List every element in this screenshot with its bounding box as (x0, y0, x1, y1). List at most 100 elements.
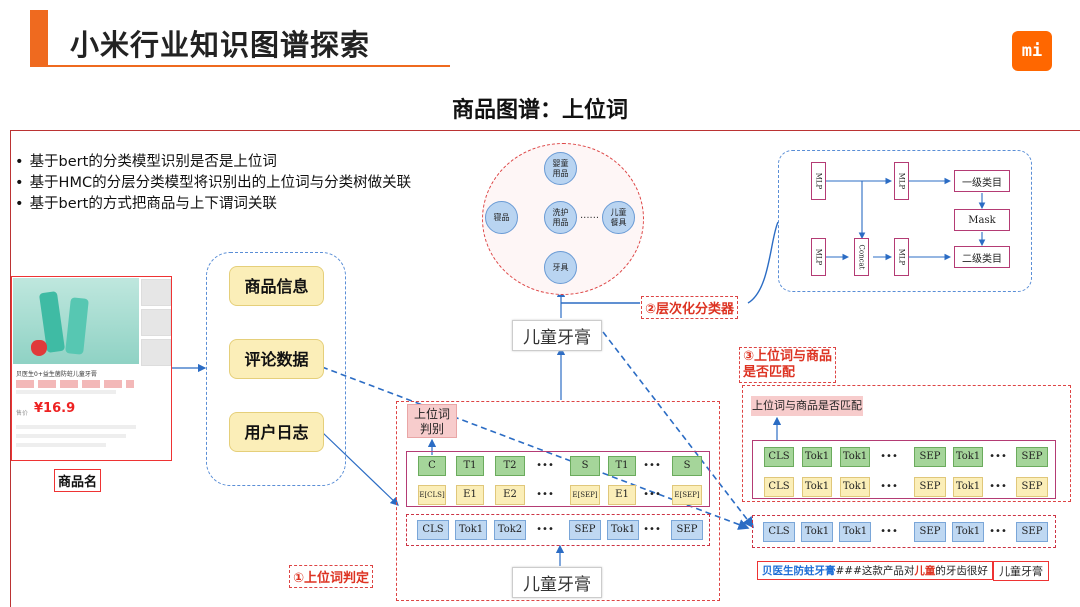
ellipsis: ••• (880, 451, 898, 462)
header-accent-bar (30, 10, 48, 65)
output-token: T1 (456, 456, 484, 476)
ellipsis: ••• (880, 481, 898, 492)
tree-node-leaf: 牙具 (544, 251, 577, 284)
page-title: 小米行业知识图谱探索 (70, 28, 371, 62)
embedding-token: E[SEP] (570, 485, 600, 505)
caption-highlight: 儿童 (914, 565, 936, 577)
mlp-label: MLP (814, 248, 823, 266)
mlp-block: MLP (811, 238, 826, 276)
bert-input-frame (406, 514, 710, 546)
bullet-item: 基于bert的方式把商品与上下谓词关联 (15, 194, 411, 215)
hmc-classifier-box (778, 150, 1032, 292)
data-sources-box (206, 252, 346, 486)
classifier-to-hmc-curve (747, 221, 779, 304)
product-tags (16, 380, 134, 388)
caption-separator: ###这款产品对 (835, 565, 915, 577)
ellipsis: ••• (643, 460, 661, 471)
hierarchical-classifier-label: ②层次化分类器 (641, 296, 739, 319)
review-data-item: 评论数据 (229, 339, 324, 379)
match-embedding-token: Tok1 (802, 477, 832, 497)
product-info-line (16, 434, 126, 438)
embedding-token: E[CLS] (418, 485, 446, 505)
tree-ellipsis: ...... (580, 210, 600, 221)
review-to-match-dashed-arrow (321, 366, 750, 530)
user-log-item: 用户日志 (229, 412, 324, 452)
tree-node-root: 婴童 用品 (544, 152, 577, 185)
output-token: S (570, 456, 600, 476)
mlp-block: MLP (894, 162, 909, 200)
title-underline (30, 65, 450, 67)
ellipsis: ••• (643, 524, 661, 535)
ellipsis: ••• (989, 526, 1007, 537)
level1-category: 一级类目 (954, 170, 1010, 192)
product-meta (16, 390, 116, 394)
input-token: Tok1 (455, 520, 487, 540)
match-input-frame (752, 515, 1056, 548)
match-input-token: Tok1 (839, 522, 871, 542)
ellipsis: ••• (989, 481, 1007, 492)
caption-product: 贝医生防蛀牙膏 (762, 565, 836, 577)
embedding-token: E2 (495, 485, 525, 505)
match-output-token: Tok1 (953, 447, 983, 467)
slide-subtitle: 商品图谱：上位词 (451, 98, 628, 123)
hypernym-judge-label: ①上位词判定 (289, 565, 374, 588)
level2-category: 二级类目 (954, 246, 1010, 268)
content-frame (10, 130, 1080, 607)
bert-output-frame (406, 451, 710, 507)
product-info-line (16, 443, 106, 447)
mlp-label: MLP (814, 172, 823, 190)
product-thumbnail (141, 309, 171, 336)
product-thumbnail (141, 339, 171, 366)
match-output-token: SEP (914, 447, 946, 467)
judge-query-input: 儿童牙膏 (512, 567, 602, 598)
embedding-token: E1 (608, 485, 636, 505)
input-token: SEP (569, 520, 601, 540)
output-token: S (672, 456, 702, 476)
input-token: Tok2 (494, 520, 526, 540)
match-output-token: CLS (764, 447, 794, 467)
output-token: C (418, 456, 446, 476)
mlp-label: MLP (897, 248, 906, 266)
match-frame (742, 385, 1071, 502)
input-token: Tok1 (607, 520, 639, 540)
strawberry-icon (31, 340, 47, 356)
match-input-token: SEP (914, 522, 946, 542)
output-token: T2 (495, 456, 525, 476)
caption-tail: 的牙齿很好 (935, 565, 988, 577)
ellipsis: ••• (536, 524, 554, 535)
product-info-item: 商品信息 (229, 266, 324, 306)
ellipsis: ••• (989, 451, 1007, 462)
concat-block: Concat (854, 238, 869, 276)
match-embedding-token: Tok1 (953, 477, 983, 497)
match-embedding-token: Tok1 (840, 477, 870, 497)
product-image (13, 278, 139, 364)
mlp-block: MLP (894, 238, 909, 276)
bullet-item: 基于bert的分类模型识别是否是上位词 (15, 152, 411, 173)
match-output-token: Tok1 (802, 447, 832, 467)
ellipsis: ••• (880, 526, 898, 537)
match-output-token: Tok1 (840, 447, 870, 467)
input-token: SEP (671, 520, 703, 540)
match-embedding-token: SEP (1016, 477, 1048, 497)
match-embedding-token: SEP (914, 477, 946, 497)
match-input-token: Tok1 (952, 522, 984, 542)
toothpaste-tube-icon (65, 297, 89, 355)
xiaomi-logo: mi (1012, 31, 1052, 71)
tree-node: 洗护 用品 (544, 201, 577, 234)
hypernym-judge-frame (396, 401, 720, 601)
price-label: 售价 (16, 410, 29, 417)
product-info-line (16, 425, 136, 429)
log-to-judge-arrow (321, 431, 399, 506)
match-output-frame (752, 440, 1056, 499)
ellipsis: ••• (536, 460, 554, 471)
hypernym-judge-title: 上位词 判别 (407, 404, 457, 438)
input-token: CLS (417, 520, 449, 540)
mlp-block: MLP (811, 162, 826, 200)
match-input-token: SEP (1016, 522, 1048, 542)
product-thumbnail (141, 279, 171, 306)
match-input-caption: 贝医生防蛀牙膏###这款产品对儿童的牙齿很好 (757, 561, 993, 580)
logo-text: mi (1021, 41, 1043, 61)
mlp-label: MLP (897, 172, 906, 190)
output-token: T1 (608, 456, 636, 476)
embedding-token: E1 (456, 485, 484, 505)
